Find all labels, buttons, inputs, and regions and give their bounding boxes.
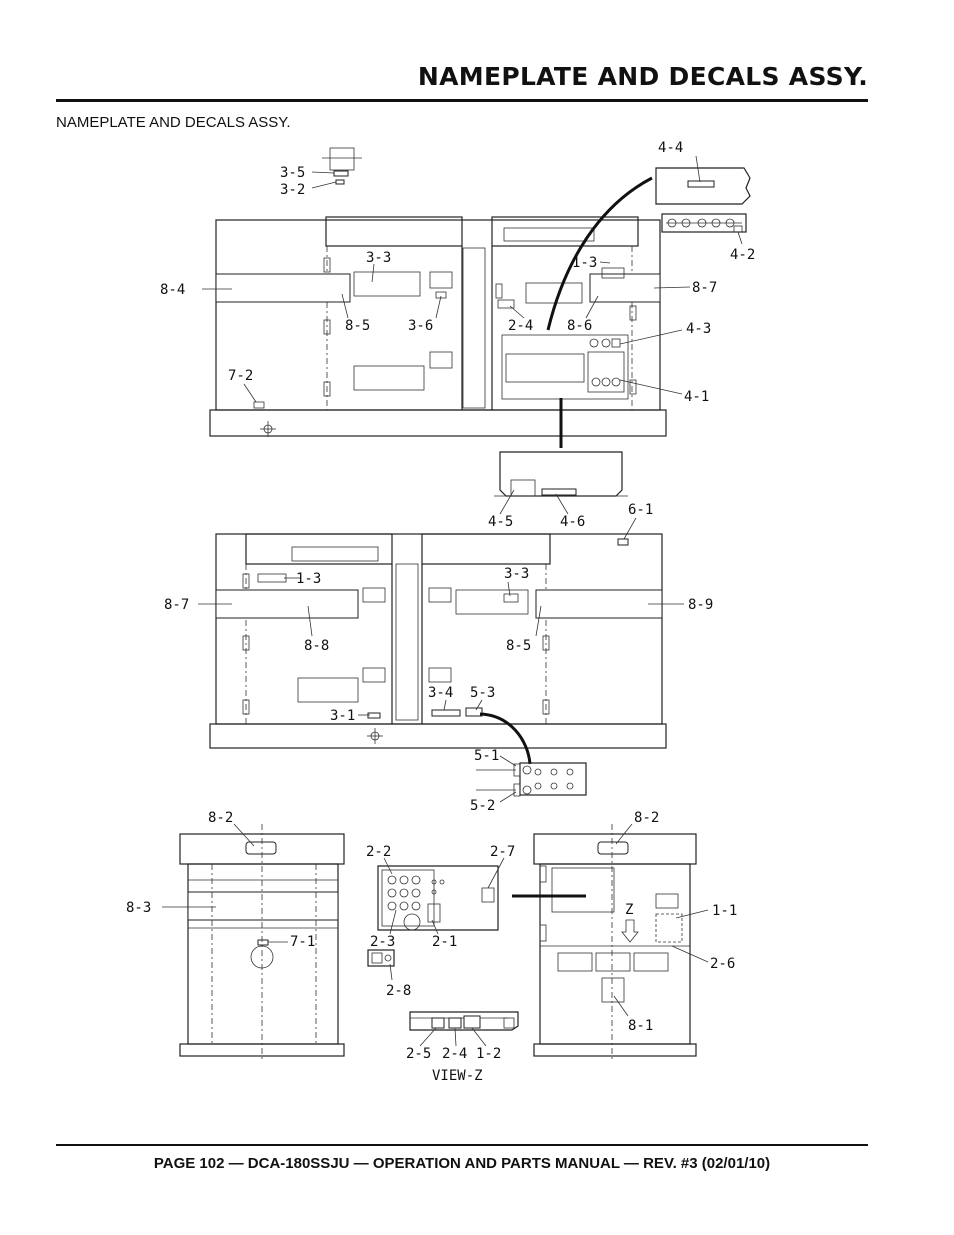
callout-2-4-viewz: 2-4 (442, 1046, 467, 1062)
callout-8-2-front: 8-2 (208, 810, 233, 826)
callout-2-6: 2-6 (710, 956, 735, 972)
callout-8-4: 8-4 (160, 282, 185, 298)
title-rule (56, 99, 868, 102)
view-z-marker: Z (625, 902, 633, 918)
callout-2-7: 2-7 (490, 844, 515, 860)
callout-4-3: 4-3 (686, 321, 711, 337)
callout-8-7-lower: 8-7 (164, 597, 189, 613)
callout-2-1: 2-1 (432, 934, 457, 950)
control-panel-detail (367, 865, 586, 967)
callout-1-2: 1-2 (476, 1046, 501, 1062)
callout-4-5: 4-5 (488, 514, 513, 530)
leader-lines (162, 155, 743, 1047)
callout-1-3: 1-3 (572, 255, 597, 271)
page-footer: PAGE 102 — DCA-180SSJU — OPERATION AND P… (153, 1155, 771, 1172)
callout-4-6: 4-6 (560, 514, 585, 530)
detail-3-5-3-2 (322, 147, 362, 185)
callout-8-3: 8-3 (126, 900, 151, 916)
callout-8-5-lower: 8-5 (506, 638, 531, 654)
view-z-detail (409, 1011, 519, 1031)
page-title: NAMEPLATE AND DECALS ASSY. (417, 62, 868, 91)
callout-3-6: 3-6 (408, 318, 433, 334)
generator-side-view-2 (209, 533, 667, 749)
callout-4-2: 4-2 (730, 247, 755, 263)
callout-6-1: 6-1 (628, 502, 653, 518)
detail-4-4-4-2 (546, 167, 751, 331)
callout-3-4: 3-4 (428, 685, 453, 701)
detail-4-5-4-6 (494, 398, 628, 497)
callout-8-5: 8-5 (345, 318, 370, 334)
callout-4-1: 4-1 (684, 389, 709, 405)
callout-8-8: 8-8 (304, 638, 329, 654)
callout-8-9: 8-9 (688, 597, 713, 613)
callout-4-4: 4-4 (658, 140, 683, 156)
callout-1-3-lower: 1-3 (296, 571, 321, 587)
callout-2-3: 2-3 (370, 934, 395, 950)
callout-8-1: 8-1 (628, 1018, 653, 1034)
callout-8-7: 8-7 (692, 280, 717, 296)
detail-5-1-5-2 (476, 712, 587, 797)
callout-7-2: 7-2 (228, 368, 253, 384)
callout-3-3-lower: 3-3 (504, 566, 529, 582)
callout-3-1: 3-1 (330, 708, 355, 724)
callout-5-1: 5-1 (474, 748, 499, 764)
generator-front-view (179, 824, 345, 1060)
callout-7-1: 7-1 (290, 934, 315, 950)
generator-side-view-1 (209, 216, 667, 437)
callout-5-3: 5-3 (470, 685, 495, 701)
callout-3-5: 3-5 (280, 165, 305, 181)
generator-rear-view (533, 824, 697, 1060)
callout-labels: 3-5 3-2 4-4 4-2 3-3 1-3 8-4 8-7 8-5 3-6 … (126, 140, 755, 1084)
callout-8-2-rear: 8-2 (634, 810, 659, 826)
callout-3-3: 3-3 (366, 250, 391, 266)
callout-3-2: 3-2 (280, 182, 305, 198)
callout-2-4: 2-4 (508, 318, 533, 334)
view-z-label: VIEW-Z (432, 1068, 483, 1084)
callout-1-1: 1-1 (712, 903, 737, 919)
section-subtitle: NAMEPLATE AND DECALS ASSY. (56, 114, 291, 131)
footer-rule (56, 1144, 868, 1146)
callout-2-2: 2-2 (366, 844, 391, 860)
callout-2-8: 2-8 (386, 983, 411, 999)
callout-2-5: 2-5 (406, 1046, 431, 1062)
callout-8-6: 8-6 (567, 318, 592, 334)
callout-5-2: 5-2 (470, 798, 495, 814)
